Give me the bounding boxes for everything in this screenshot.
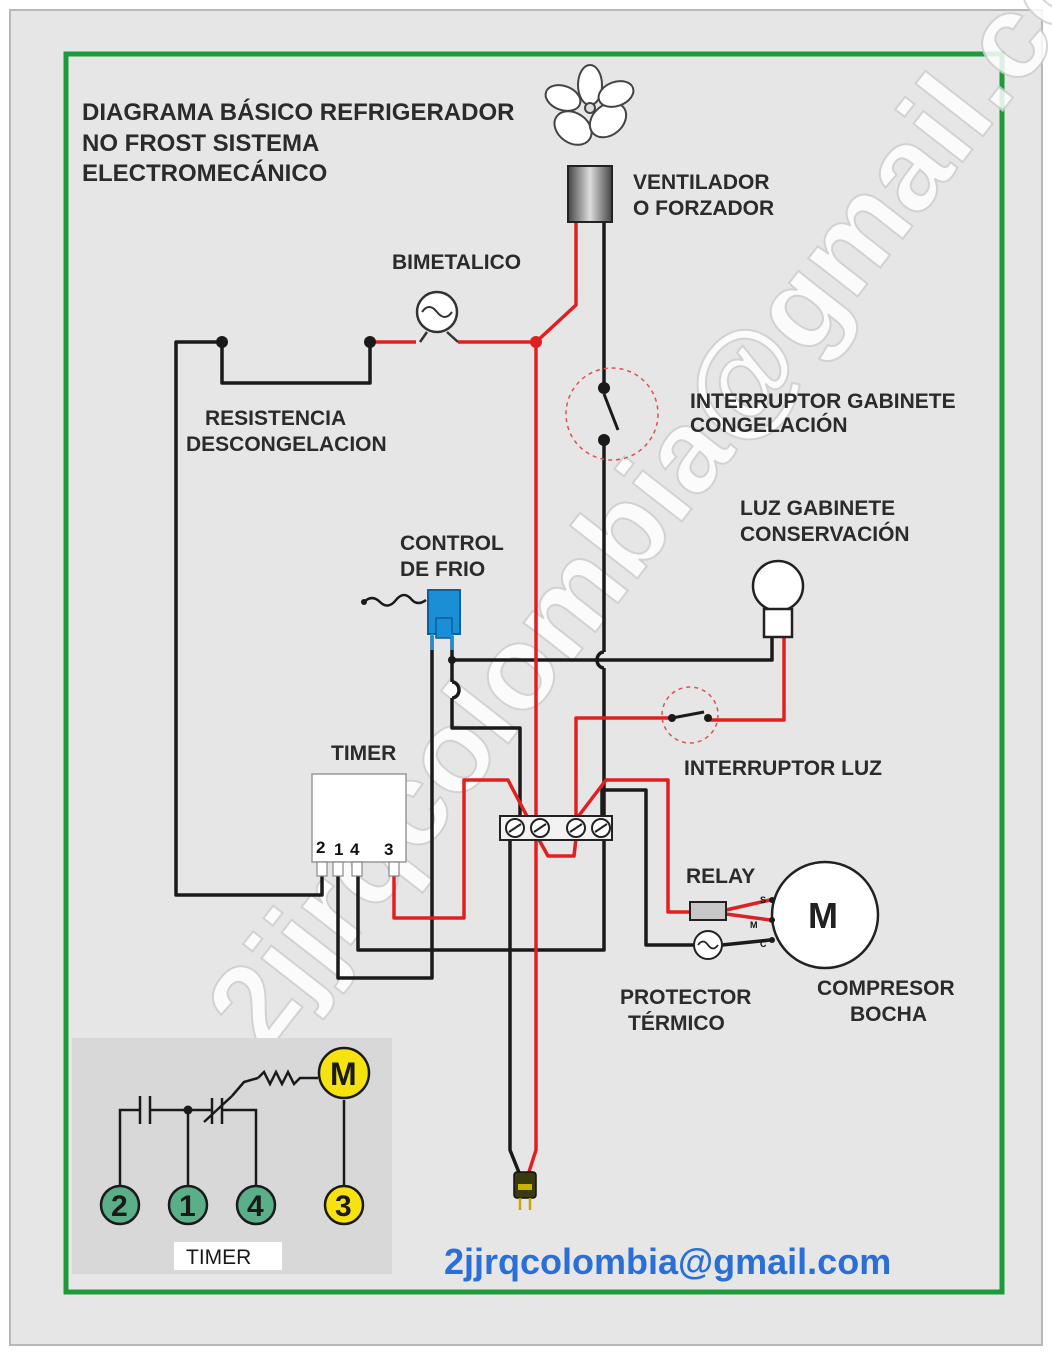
compressor-label-line1: COMPRESOR [817,977,955,1000]
freezer-switch-label-line2: CONGELACIÓN [690,413,848,437]
light-switch-label: INTERRUPTOR LUZ [684,757,882,780]
diagram-title-line2: NO FROST SISTEMA [82,130,319,157]
cold-control-icon [361,589,461,650]
timer-pins [316,861,400,877]
timer-terminal-1: 1 [334,840,343,859]
inset-terminal-4-icon [235,1184,277,1226]
resistance-label-line2: DESCONGELACION [186,433,387,456]
cold-control-label-line1: CONTROL [400,532,504,555]
timer-label: TIMER [331,742,396,765]
timer-body [311,773,407,863]
fan-label-line1: VENTILADOR [633,171,770,194]
terminal-block-icon [499,815,613,841]
resistance-label-line1: RESISTENCIA [205,407,346,430]
email-address: 2jjrqcolombia@gmail.com [444,1241,891,1282]
red-wires [370,222,786,1176]
compressor-label-line2: BOCHA [850,1003,927,1026]
bimetal-icon [415,290,459,343]
fan-blades-icon [544,64,635,146]
lamp-icon [751,559,805,639]
diagram-title-line1: DIAGRAMA BÁSICO REFRIGERADOR [82,98,514,126]
fan-label-line2: O FORZADOR [633,197,774,220]
black-wires [174,222,774,1176]
inset-caption: TIMER [186,1246,251,1269]
freezer-door-switch-icon [565,367,659,461]
inset-terminal-1-icon [167,1184,209,1226]
inset-terminal-1: 1 [179,1190,196,1223]
timer-inset-wiring [118,1069,346,1185]
cold-control-label-line2: DE FRIO [400,558,485,581]
power-plug-icon [513,1171,537,1210]
relay-pin-c: C [760,939,767,949]
inset-motor-label: M [330,1056,357,1092]
protector-label-line2: TÉRMICO [628,1012,725,1035]
timer-terminal-4: 4 [350,840,360,859]
fan-motor-body [567,165,613,223]
relay-label: RELAY [686,865,755,888]
lamp-label-line1: LUZ GABINETE [740,497,895,520]
inset-terminal-3-icon [323,1184,365,1226]
relay-pin-s: S [760,895,766,905]
compressor-motor-icon [769,860,880,970]
relay-body [689,901,727,921]
junction-dot [448,656,456,664]
inset-terminal-3: 3 [335,1190,352,1223]
compressor-motor-symbol: M [808,895,838,936]
thermal-protector-icon [693,930,723,960]
junction-dot [530,336,542,348]
relay-pin-m: M [750,920,758,930]
diagram-title-line3: ELECTROMECÁNICO [82,159,327,187]
lamp-label-line2: CONSERVACIÓN [740,522,910,546]
inset-terminal-4: 4 [247,1190,264,1223]
inset-terminal-2: 2 [111,1190,128,1223]
timer-terminal-3: 3 [384,840,393,859]
freezer-switch-label-line1: INTERRUPTOR GABINETE [690,390,956,413]
protector-label-line1: PROTECTOR [620,986,751,1009]
inset-motor-icon [317,1046,371,1100]
junction-dot [364,336,376,348]
light-switch-icon [661,686,719,744]
inset-junction-dot [183,1105,193,1115]
timer-terminal-2: 2 [316,838,325,857]
bimetal-label: BIMETALICO [392,251,521,274]
inset-terminal-2-icon [99,1184,141,1226]
inset-caption-box [174,1242,282,1270]
junction-dot [216,336,228,348]
